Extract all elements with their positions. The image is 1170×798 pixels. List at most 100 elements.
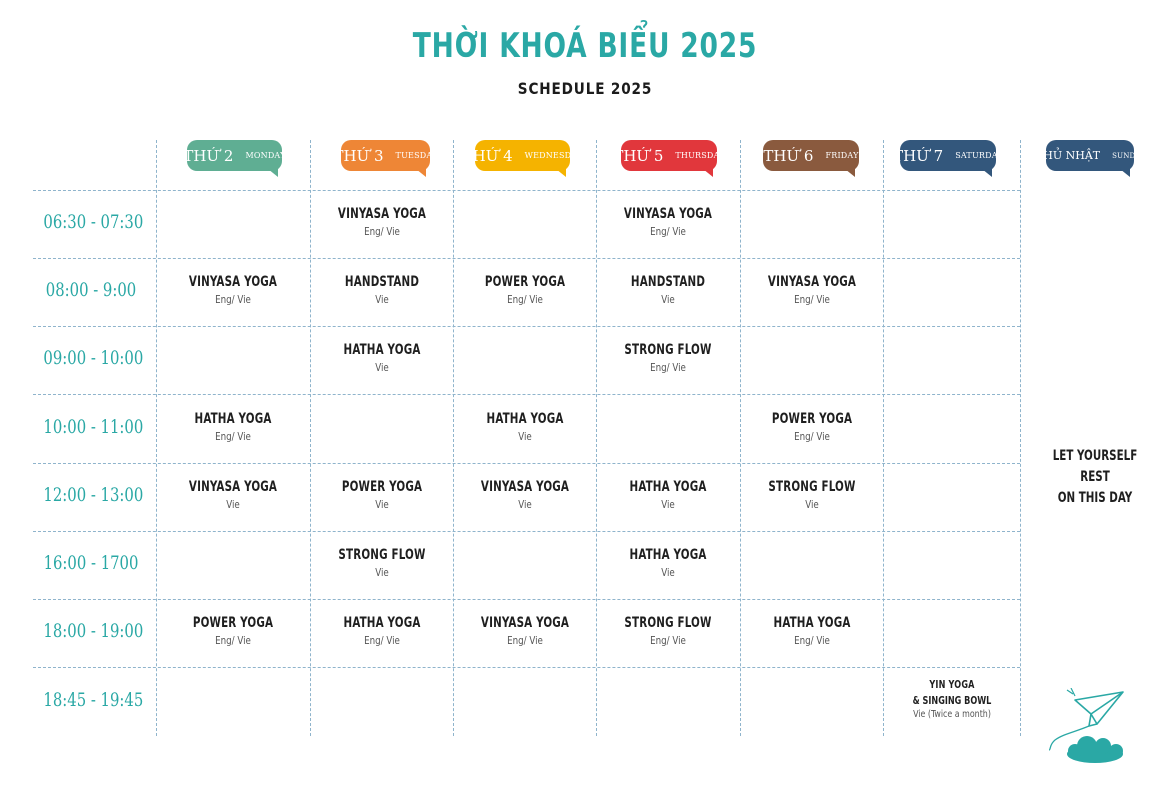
grid-hline <box>33 667 1020 668</box>
rest-line-2: ON THIS DAY <box>1057 490 1133 506</box>
class-language: Vie <box>661 293 675 306</box>
class-name: VINYASA YOGA <box>767 274 856 290</box>
day-name-vn: THỨ 6 <box>763 146 814 165</box>
day-name-vn: THỨ 5 <box>613 146 664 165</box>
day-name-en: TUESDAY <box>395 151 438 160</box>
class-name: VINYASA YOGA <box>623 206 713 222</box>
class-cell: VINYASA YOGA Eng/ Vie <box>162 274 304 306</box>
class-name: STRONG FLOW <box>337 547 426 563</box>
class-language: Eng/ Vie <box>650 361 686 374</box>
class-name: HATHA YOGA <box>343 615 420 631</box>
class-language: Eng/ Vie <box>215 293 251 306</box>
grid-hline <box>33 190 1020 191</box>
class-name: HATHA YOGA <box>629 547 707 563</box>
day-name-en: SATURDAY <box>955 151 1003 160</box>
class-language: Eng/ Vie <box>793 293 830 306</box>
class-cell: STRONG FLOW Eng/ Vie <box>597 342 739 374</box>
grid-hline <box>33 531 1020 532</box>
class-cell: HATHA YOGA Eng/ Vie <box>311 615 453 647</box>
time-slot-label: 09:00 - 10:00 <box>43 347 144 369</box>
class-language: Vie <box>517 429 532 443</box>
day-name-vn: CHỦ NHẬT <box>1034 149 1101 162</box>
class-cell: HATHA YOGA Eng/ Vie <box>162 411 304 443</box>
class-cell: VINYASA YOGA Vie <box>454 479 596 511</box>
class-language: Eng/ Vie <box>506 293 543 306</box>
class-language: Vie <box>374 566 389 579</box>
time-slot-label: 08:00 - 9:00 <box>45 279 137 301</box>
class-name: POWER YOGA <box>771 410 852 427</box>
class-name: POWER YOGA <box>484 274 565 290</box>
class-name: POWER YOGA <box>341 479 422 495</box>
time-slot-label: 10:00 - 11:00 <box>43 415 144 438</box>
class-language: Eng/ Vie <box>650 634 686 647</box>
class-name: STRONG FLOW <box>624 342 712 358</box>
class-language: Eng/ Vie <box>215 634 251 647</box>
day-name-en: MONDAY <box>245 151 286 160</box>
class-name: HATHA YOGA <box>194 410 272 427</box>
class-cell: POWER YOGA Eng/ Vie <box>454 274 596 306</box>
grid-hline <box>33 599 1020 600</box>
grid-vline <box>596 140 597 736</box>
day-header-thursday: THỨ 5 THURSDAY <box>613 140 724 177</box>
class-name: YIN YOGA <box>928 677 975 691</box>
class-name: HATHA YOGA <box>629 479 707 495</box>
class-language: Eng/ Vie <box>506 634 543 647</box>
day-name-en: THURSDAY <box>675 151 725 160</box>
day-header-tuesday: THỨ 3 TUESDAY <box>334 140 437 177</box>
grid-vline <box>883 140 884 736</box>
grid-hline <box>33 463 1020 464</box>
class-language: Eng/ Vie <box>363 634 400 647</box>
day-header-wednesday: THỨ 4 WEDNESDAY <box>463 140 582 177</box>
paper-plane-cloud-icon <box>1045 687 1135 772</box>
class-name: VINYASA YOGA <box>480 479 569 495</box>
time-slot-label: 06:30 - 07:30 <box>43 211 144 233</box>
class-language: Vie <box>374 498 389 511</box>
class-name: VINYASA YOGA <box>188 274 278 290</box>
day-name-vn: THỨ 4 <box>462 146 513 165</box>
grid-vline <box>156 140 157 736</box>
grid-vline <box>1020 140 1021 736</box>
class-language: Eng/ Vie <box>793 634 830 647</box>
class-language: Eng/ Vie <box>215 429 251 443</box>
grid-vline <box>740 140 741 736</box>
class-language: Vie <box>517 498 532 511</box>
day-name-en: FRIDAY <box>825 151 859 160</box>
day-name-en: WEDNESDAY <box>524 151 583 160</box>
class-language: Vie <box>374 293 389 306</box>
class-cell: VINYASA YOGA Eng/ Vie <box>597 206 739 238</box>
page-subtitle: SCHEDULE 2025 <box>517 79 653 98</box>
class-language: Eng/ Vie <box>793 429 830 443</box>
grid-hline <box>33 326 1020 327</box>
class-cell: VINYASA YOGA Eng/ Vie <box>311 206 453 238</box>
page-title: THỜI KHOÁ BIỂU 2025 <box>412 26 758 66</box>
grid-hline <box>33 394 1020 395</box>
time-slot-label: 16:00 - 1700 <box>43 552 139 574</box>
day-header-friday: THỨ 6 FRIDAY <box>763 140 859 177</box>
class-language: Vie (Twice a month) <box>912 708 991 720</box>
class-cell: STRONG FLOW Vie <box>311 547 453 579</box>
class-cell: POWER YOGA Eng/ Vie <box>741 411 883 443</box>
time-slot-label: 12:00 - 13:00 <box>43 484 144 506</box>
day-name-vn: THỨ 3 <box>333 146 384 165</box>
class-cell: POWER YOGA Vie <box>311 479 453 511</box>
class-cell: HATHA YOGA Vie <box>597 547 739 579</box>
class-language: Vie <box>661 566 675 579</box>
class-language: Eng/ Vie <box>650 225 686 238</box>
grid-vline <box>453 140 454 736</box>
class-language: Eng/ Vie <box>363 225 400 238</box>
class-name: VINYASA YOGA <box>337 206 426 222</box>
